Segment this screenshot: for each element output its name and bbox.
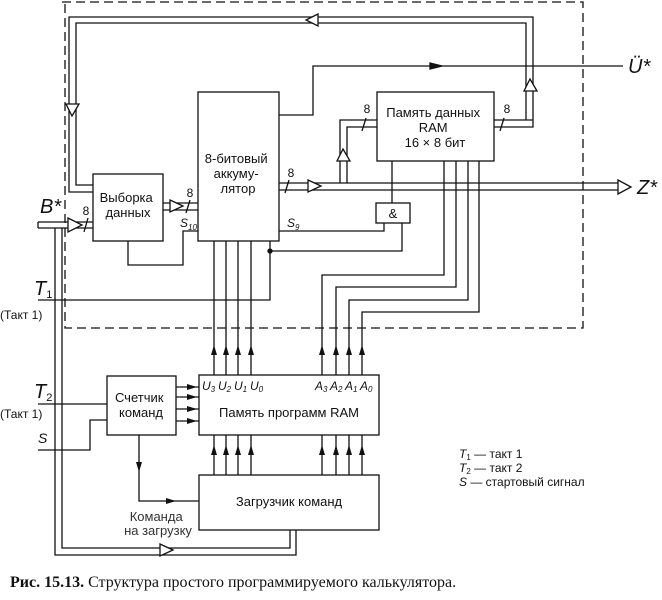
pin-u3: U3: [202, 379, 216, 394]
ram-in-arrow: [335, 147, 352, 162]
a-pin-labels: A3 A2 A1 A0: [314, 379, 373, 394]
bus-width-label: 8: [364, 102, 371, 116]
and-gate-label: &: [389, 206, 398, 221]
input-bus-b: [37, 221, 93, 229]
data-select-block: [92, 173, 164, 242]
select-to-acc-arrow: [169, 198, 185, 214]
pin-a0: A0: [359, 379, 373, 394]
feedback-arrow-left: [64, 103, 81, 118]
legend: T1 — такт 1 T2 — такт 2 S — стартовый си…: [459, 447, 585, 489]
feedback-bus-outer: [68, 16, 534, 193]
u-pin-labels: U3 U2 U1 U0: [202, 379, 264, 394]
t1-label: T1: [34, 278, 52, 301]
input-bus-down-inner: [61, 228, 291, 549]
a1-line: [348, 161, 469, 375]
pin-a3: A3: [314, 379, 328, 394]
a3-line: [321, 161, 445, 375]
figure-caption: Рис. 15.13. Структура простого программи…: [10, 574, 456, 592]
s10-line: [127, 230, 198, 266]
t2-note: (Такт 1): [0, 407, 42, 421]
load-command-label: Команда на загрузку: [124, 509, 192, 538]
s9-line: [279, 223, 385, 232]
ram-in-bus-outer: [339, 119, 377, 183]
feedback-up-arrow: [522, 77, 539, 92]
pin-a1: A1: [344, 379, 357, 394]
loader-label: Загрузчик команд: [236, 494, 343, 509]
counter-block: [106, 375, 177, 436]
u-output-arrow: [429, 62, 443, 70]
u-output-line: [279, 65, 623, 116]
loader-block: [198, 474, 380, 531]
input-bus-down-outer: [54, 228, 297, 556]
accumulator-label: 8-битовый аккуму- лятор: [205, 151, 271, 196]
bus-width-label: 8: [504, 102, 511, 116]
legend-item: T1 — такт 1: [459, 447, 523, 462]
load-arrow: [159, 542, 175, 558]
s-label: S: [38, 430, 48, 446]
data-ram-label: Память данных RAM 16 × 8 бит: [386, 105, 484, 150]
counter-outputs: [176, 386, 199, 422]
acc-out-arrow: [307, 178, 323, 194]
and-gate-block: [375, 202, 411, 224]
bus-width-label: 8: [288, 166, 295, 180]
program-ram-block: [198, 374, 380, 436]
t1-to-acc-line: [62, 241, 271, 301]
legend-item: S — стартовый сигнал: [459, 475, 585, 489]
t2-label: T2: [34, 381, 52, 404]
input-arrow-b: [67, 216, 84, 234]
output-z-label: Z*: [636, 177, 658, 199]
bus-slash: [499, 117, 505, 132]
s10-label: S10: [180, 216, 197, 232]
t1-note: (Такт 1): [0, 308, 42, 322]
caption-label: Рис. 15.13.: [10, 574, 85, 591]
accumulator-block: [197, 91, 280, 242]
z-output-arrow: [617, 178, 633, 196]
data-ram-block: [376, 91, 495, 162]
bus-slash: [361, 117, 367, 132]
s-input-line: [38, 419, 107, 451]
pin-u1: U1: [234, 379, 247, 394]
arrowheads: [136, 345, 365, 504]
feedback-bus-inner: [75, 22, 527, 186]
bus-slash: [83, 217, 89, 233]
counter-to-loader-line: [138, 435, 199, 502]
pin-u0: U0: [250, 379, 264, 394]
legend-item: T2 — такт 2: [459, 461, 523, 476]
bus-slash: [185, 199, 191, 214]
s9-label: S9: [287, 216, 300, 232]
a0-line: [361, 161, 480, 375]
pin-u2: U2: [218, 379, 232, 394]
output-u-label: Ü*: [628, 56, 651, 78]
ram-in-bus-inner: [346, 126, 377, 183]
bus-width-label: 8: [187, 186, 194, 200]
select-to-acc-bus: [163, 202, 198, 211]
program-ram-label: Память программ RAM: [219, 405, 359, 420]
ram-out-bus-inner: [494, 120, 534, 128]
bus-width-label: 8: [83, 204, 90, 218]
feedback-arrow-top: [304, 12, 319, 28]
and-input-line: [270, 223, 403, 252]
caption-text: Структура простого программируемого каль…: [84, 574, 457, 591]
chip-boundary: [62, 1, 584, 329]
data-select-label: Выборка данных: [100, 190, 157, 220]
counter-label: Счетчик команд: [115, 390, 167, 420]
a2-line: [335, 161, 457, 375]
pin-a2: A2: [329, 379, 343, 394]
input-b-label: B*: [40, 196, 62, 218]
bus-slash: [284, 179, 290, 194]
